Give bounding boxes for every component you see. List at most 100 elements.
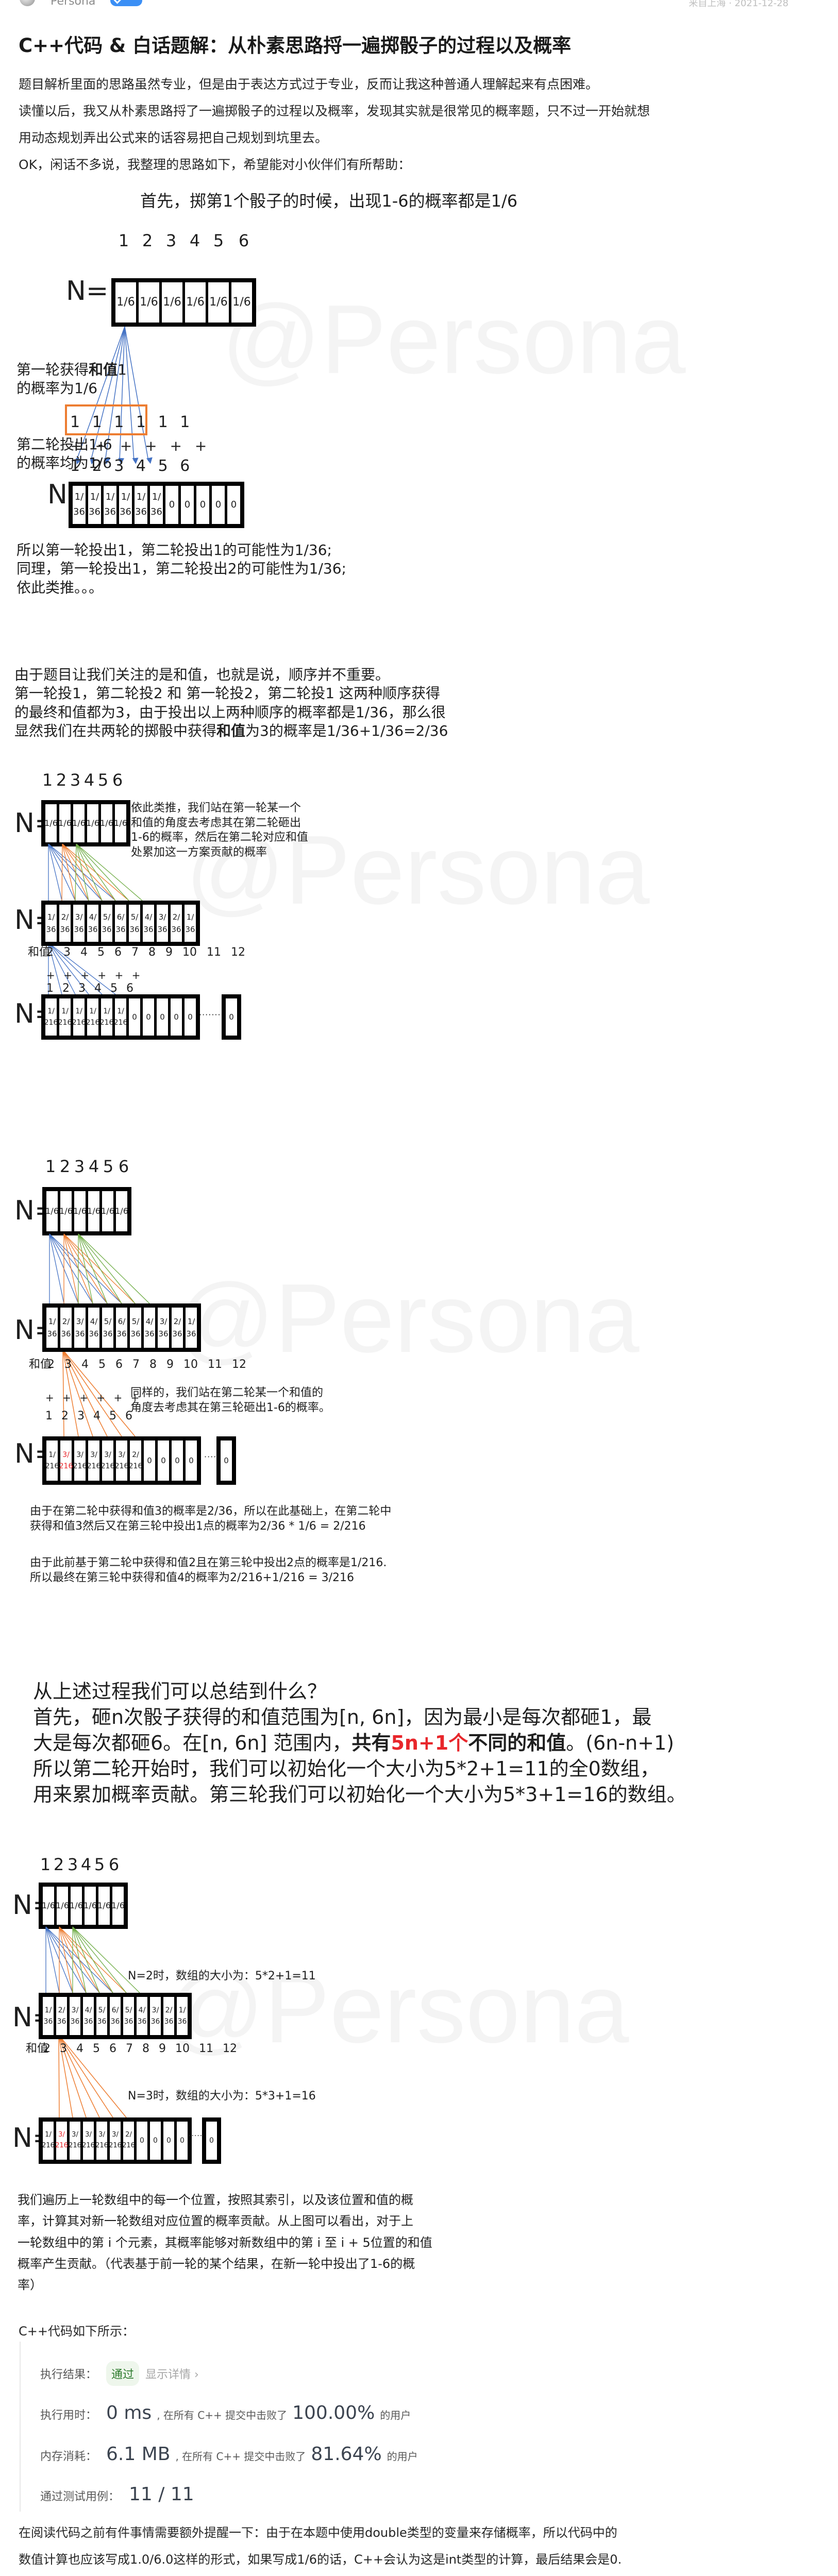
array-cell: 1/6	[115, 282, 136, 323]
index-label: 5	[103, 1157, 114, 1176]
array-cell: 1/6	[87, 1191, 100, 1231]
array-cell: 1/ 216	[72, 998, 86, 1036]
code-intro: C++代码如下所示：	[19, 2324, 135, 2338]
diagram1-heading: 首先，掷第1个骰子的时候，出现1-6的概率都是1/6	[140, 191, 518, 211]
array-cell: 2/ 36	[172, 1308, 183, 1348]
array-cell: 0	[177, 2122, 188, 2160]
array-cell: 1/6	[83, 1887, 97, 1925]
array-cell: 0	[185, 998, 196, 1036]
n1-array: 1/6 1/6 1/6 1/6 1/6 1/6	[39, 1883, 128, 1929]
avatar[interactable]	[20, 0, 35, 6]
plus-row: + + + + + +	[70, 437, 207, 454]
diagram-first-roll: @Persona 首先，掷第1个骰子的时候，出现1-6的概率都是1/6 1 2 …	[0, 175, 838, 649]
summary-block: 从上述过程我们可以总结到什么？ 首先，砸n次骰子获得的和值范围为[n, 6n]，…	[33, 1679, 755, 1807]
array-cell: 5/ 36	[96, 1997, 107, 2035]
index-label: 6	[238, 231, 249, 250]
n3-array-tail: 0	[216, 1436, 236, 1485]
array-cell: 5/ 36	[123, 1997, 134, 2035]
array-cell: 1/ 36	[135, 486, 147, 524]
result-row-status: 执行结果： 通过 显示详情 ›	[40, 2361, 199, 2386]
index-label: 2	[56, 770, 67, 790]
plus-row: + + + + + +	[46, 969, 141, 981]
array-cell: 0	[227, 486, 240, 524]
note-text: 第二轮投出1-6	[16, 436, 112, 453]
array-cell: 5/ 36	[102, 1308, 113, 1348]
array-cell: 0	[181, 486, 194, 524]
note-text: 的概率均为1/6	[16, 454, 112, 472]
third-roll-row: 1 2 3 4 5 6	[45, 1410, 132, 1422]
tests-label: 通过测试用例：	[40, 2490, 120, 2503]
submission-results: 执行结果： 通过 显示详情 › 执行用时： 0 ms , 在所有 C++ 提交中…	[20, 2342, 813, 2512]
array-cell: 1/ 36	[119, 486, 132, 524]
summary-line: 首先，砸n次骰子获得的和值范围为[n, 6n]，因为最小是每次都砸1，最	[33, 1706, 652, 1728]
array-cell: 0	[221, 1440, 232, 1481]
array-cell: 3/ 216	[95, 2122, 108, 2160]
index-label: 6	[108, 1855, 120, 1874]
page-title: C++代码 & 白话题解：从朴素思路捋一遍掷骰子的过程以及概率	[19, 35, 572, 57]
array-cell: 0	[171, 998, 182, 1036]
array-cell: 1/ 216	[58, 998, 72, 1036]
author-name[interactable]: Persona	[51, 0, 96, 8]
array-cell: 1/6	[231, 282, 252, 323]
warning-line: 在阅读代码之前有件事情需要额外提醒一下：由于在本题中使用double类型的变量来…	[19, 2526, 617, 2540]
index-label: 4	[189, 231, 200, 250]
intro-line-3: 用动态规划弄出公式来的话容易把自己规划到坑里去。	[19, 130, 328, 145]
array-cell: 1/6	[111, 1887, 125, 1925]
status-label: 执行结果：	[40, 2368, 97, 2381]
array-cell: 1/6	[100, 804, 113, 842]
sum-values-row: 2 3 4 5 6 7 8 9 10 11 12	[46, 946, 245, 959]
n1-array: 1/6 1/6 1/6 1/6 1/6 1/6	[42, 1187, 131, 1235]
array-cell-highlighted: 3/ 216	[55, 2122, 68, 2160]
index-label: 1	[45, 1157, 56, 1176]
memory-value: 6.1 MB	[106, 2444, 171, 2465]
index-label: 2	[59, 1157, 71, 1176]
show-details-link[interactable]: 显示详情 ›	[145, 2368, 199, 2381]
array-cell: 1/ 36	[88, 486, 101, 524]
index-label: 3	[74, 1157, 85, 1176]
array-cell: 2/ 216	[122, 2122, 135, 2160]
array-cell: 0	[186, 1440, 197, 1481]
index-label: 5	[97, 770, 109, 790]
array-cell: 2/ 36	[56, 1997, 67, 2035]
array-cell: 1/6	[208, 282, 229, 323]
time-desc: , 在所有 C++ 提交中击败了	[157, 2409, 288, 2421]
n2-array: 1/ 36 1/ 36 1/ 36 1/ 36 1/ 36 1/ 36 0 0 …	[69, 482, 244, 528]
array-cell: 3/ 216	[109, 2122, 122, 2160]
time-tail: 的用户	[380, 2409, 411, 2421]
array-cell: 2/ 36	[60, 1308, 72, 1348]
sum-values-row: 2 3 4 5 6 7 8 9 10 11 12	[47, 1358, 246, 1371]
result-row-tests: 通过测试用例： 11 / 11	[40, 2484, 199, 2505]
array-cell: 3/ 36	[74, 1308, 86, 1348]
note-bold: 和值	[89, 361, 118, 378]
index-label: 1	[42, 770, 53, 790]
diagram1-conclusion: 所以第一轮投出1，第二轮投出1的可能性为1/36; 同理，第一轮投出1，第二轮投…	[16, 541, 346, 596]
array-cell: 0	[196, 486, 209, 524]
array-cell: 2/ 36	[171, 905, 182, 942]
array-cell: 0	[144, 1440, 155, 1481]
note-text: 的概率为1/6	[16, 380, 98, 397]
diagram1-note-second: 第二轮投出1-6 的概率均为1/6	[16, 435, 112, 473]
array-cell: 0	[157, 998, 168, 1036]
warning-note: 在阅读代码之前有件事情需要额外提醒一下：由于在本题中使用double类型的变量来…	[19, 2519, 823, 2573]
array-cell: 4/ 36	[143, 905, 154, 942]
array-cell: 3/ 216	[101, 1440, 114, 1481]
intro-line-2: 读懂以后，我又从朴素思路捋了一遍掷骰子的过程以及概率，发现其实就是很常见的概率题…	[19, 104, 650, 118]
array-cell: 1/ 216	[44, 998, 58, 1036]
memory-desc: , 在所有 C++ 提交中击败了	[175, 2450, 306, 2463]
ellipsis: ·········	[199, 1010, 227, 1020]
array-cell: 1/6	[56, 1887, 69, 1925]
array-cell: 1/6	[101, 1191, 114, 1231]
array-cell: 1/ 36	[185, 905, 196, 942]
index-label: 3	[165, 231, 177, 250]
diagram4-explain: 我们遍历上一轮数组中的每一个位置，按照其索引，以及该位置和值的概 率，计算其对新…	[18, 2193, 432, 2293]
index-label: 5	[213, 231, 224, 250]
third-roll-row: 1 2 3 4 5 6	[46, 982, 133, 995]
array-cell: 6/ 36	[116, 1308, 127, 1348]
n1-array: 1/6 1/6 1/6 1/6 1/6 1/6	[41, 800, 130, 846]
n3-size-note: N=3时，数组的大小为：5*3+1=16	[128, 2090, 316, 2103]
array-cell: 1/6	[45, 1191, 59, 1231]
array-cell: 3/ 216	[82, 2122, 95, 2160]
sum-label: 和值	[28, 946, 51, 959]
memory-label: 内存消耗：	[40, 2450, 97, 2463]
index-label: 1	[40, 1855, 51, 1874]
